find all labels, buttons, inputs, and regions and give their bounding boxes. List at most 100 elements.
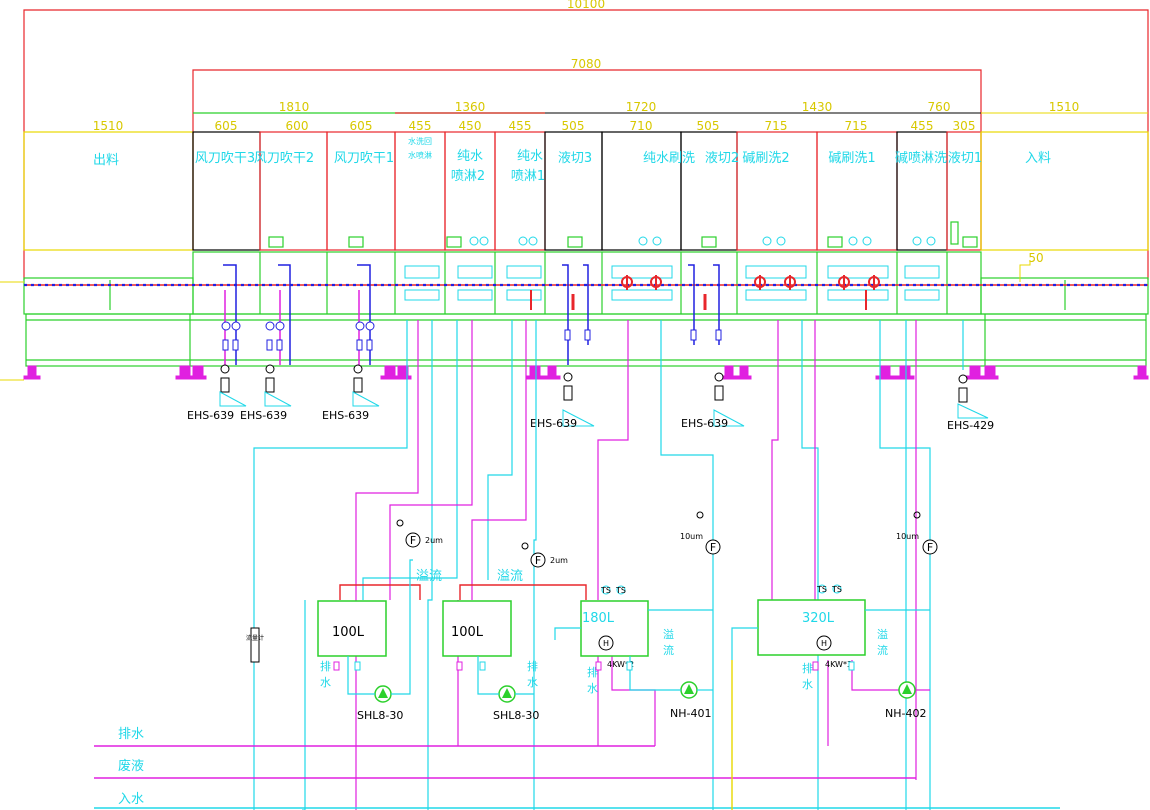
drain-label-1a: 排 (320, 659, 331, 673)
tank-label-4: 320L (802, 611, 835, 626)
dim-sec-10: 715 (765, 119, 788, 133)
valve-icon (626, 661, 633, 671)
section-alkali-brush-1: 碱刷洗1 (828, 151, 875, 166)
gauge-icon (776, 236, 786, 246)
dim-sec-11: 715 (845, 119, 868, 133)
valve-icon (456, 661, 463, 671)
filter-symbol-2: F (535, 554, 541, 567)
valve-icon (715, 329, 722, 341)
valve-icon (479, 661, 486, 671)
valve-icon (595, 661, 602, 671)
dim-group-2: 1360 (455, 100, 486, 114)
overflow-v-1a: 溢 (663, 627, 674, 641)
top-gauges (469, 236, 936, 246)
pump-label-4: NH-402 (885, 707, 926, 720)
drain-label-2b: 水 (527, 676, 538, 689)
dim-sec-7: 505 (562, 119, 585, 133)
blower-label-2: EHS-639 (240, 409, 287, 422)
gauge-icon (479, 236, 489, 246)
waste-header-label: 废液 (118, 758, 144, 774)
tank-label-2: 100L (451, 625, 484, 640)
valve-icon (354, 661, 361, 671)
gauge-icon (521, 542, 529, 550)
gauge-icon (912, 236, 922, 246)
overflow-label-1: 溢流 (416, 569, 442, 584)
section-recycle-line1: 水洗回 (408, 136, 432, 146)
dim-sec-2: 600 (286, 119, 309, 133)
section-air-knife-1: 风刀吹干1 (334, 151, 394, 166)
blower-bases (219, 391, 989, 427)
blower-motor-icon (265, 364, 275, 374)
vertical-labels: 排 水 排 水 排 水 排 水 溢 流 溢 流 (320, 627, 888, 695)
brush-symbols (621, 275, 880, 290)
drain-label-3b: 水 (587, 682, 598, 695)
dim-middle: 7080 (571, 57, 602, 71)
filter-rating-3: 10um (680, 532, 703, 541)
dimension-labels: 10100 7080 1810 1360 1720 1430 760 1510 … (93, 0, 1080, 265)
gauge-icon (518, 236, 528, 246)
blowers (220, 364, 968, 403)
valve-icon (564, 329, 571, 341)
pump-label-3: NH-401 (670, 707, 711, 720)
filter-icon (365, 321, 375, 331)
fan-icon (950, 221, 959, 245)
water-in-header-label: 入水 (118, 792, 144, 807)
gauge-icon (926, 236, 936, 246)
filter-icon (275, 321, 285, 331)
filter-icon (705, 539, 721, 555)
blower-labels: EHS-639 EHS-639 EHS-639 EHS-639 EHS-639 … (187, 409, 994, 432)
filter-icon (922, 539, 938, 555)
heater-icon (816, 635, 832, 651)
fan-icon (701, 236, 717, 248)
dim-sec-5: 450 (459, 119, 482, 133)
valve-icon (690, 329, 697, 341)
heater-rating-1: 4KW*2 (607, 660, 634, 669)
drain-label-4a: 排 (802, 661, 813, 675)
main-header-labels: 排水 废液 入水 (94, 727, 1060, 809)
dim-sec-8: 710 (630, 119, 653, 133)
blower-label-4: EHS-639 (530, 417, 577, 430)
tank-labels: 100L 100L 180L 320L (332, 611, 835, 640)
top-fans (268, 221, 978, 248)
cyan-piping (253, 320, 964, 810)
valve-icon (222, 339, 229, 351)
blower-motor-icon (958, 374, 968, 384)
dim-sec-12: 455 (911, 119, 934, 133)
gauge-icon (848, 236, 858, 246)
filter-icon (355, 321, 365, 331)
dim-right-end: 1510 (1049, 100, 1080, 114)
gauge-icon (696, 511, 704, 519)
section-pure-spray-2-line1: 纯水 (457, 149, 483, 164)
overflow-v-2b: 流 (877, 643, 888, 657)
valve-icon (584, 329, 591, 341)
filter-rating-2: 2um (550, 556, 568, 565)
temp-sensors: TS TS TS TS (600, 584, 842, 595)
tank-label-1: 100L (332, 625, 365, 640)
fan-icon (827, 236, 843, 248)
fan-icon (962, 236, 978, 248)
dim-group-1: 1810 (279, 100, 310, 114)
tank-100l-b (442, 600, 512, 657)
filter-symbol-3: F (710, 541, 716, 554)
dim-group-5: 760 (928, 100, 951, 114)
tank-valves (333, 661, 855, 671)
fan-icon (268, 236, 284, 248)
drain-label-1b: 水 (320, 676, 331, 689)
filter-rating-4: 10um (896, 532, 919, 541)
section-recycle-line2: 水喷淋 (408, 150, 432, 160)
overflow-labels: 溢流 溢流 (416, 569, 523, 584)
valve-icon (333, 661, 340, 671)
blower-label-6: EHS-429 (947, 419, 994, 432)
drain-label-2a: 排 (527, 659, 538, 673)
gauge-icon (652, 236, 662, 246)
tank-100l-a (317, 600, 387, 657)
valve-icon (276, 339, 283, 351)
section-air-knife-3: 风刀吹干3 (195, 151, 255, 166)
dim-sec-3: 605 (350, 119, 373, 133)
ts-label-3: TS (816, 585, 827, 594)
dim-left-end: 1510 (93, 119, 124, 133)
overflow-label-2: 溢流 (497, 569, 523, 584)
filter-icon (265, 321, 275, 331)
filter-icon (231, 321, 241, 331)
gauge-icon (762, 236, 772, 246)
